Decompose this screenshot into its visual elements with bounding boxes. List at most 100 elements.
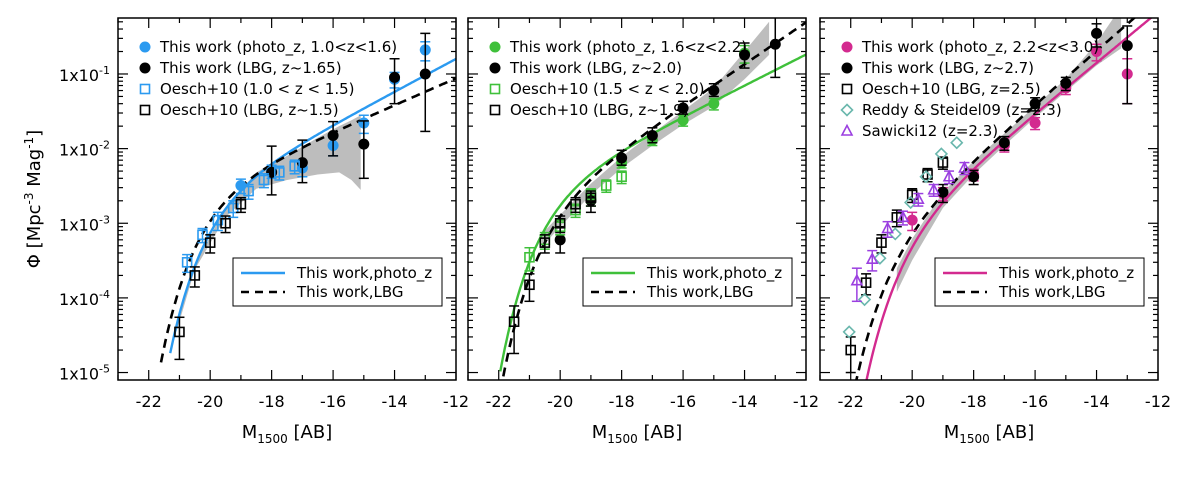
legend-markers: This work (photo_z, 2.2<z<3.0)This work … — [840, 38, 1099, 140]
y-axis-title-end: ] — [24, 130, 45, 137]
legend-label: This work (LBG, z~2.0) — [509, 59, 682, 77]
y-tick-mantissa: 1x10 — [59, 66, 99, 85]
data-point — [554, 234, 566, 246]
x-tick-label: -12 — [443, 392, 469, 411]
x-ticks — [467, 18, 807, 380]
legend-label: This work,photo_z — [646, 264, 782, 283]
data-point — [616, 171, 627, 183]
y-tick-mantissa: 1x10 — [59, 290, 99, 309]
legend-label: Oesch+10 (1.5 < z < 2.0) — [510, 80, 705, 98]
lbg-fit-line — [855, 18, 1137, 380]
x-tick-label: -20 — [197, 392, 223, 411]
y-tick-exponent: -3 — [99, 213, 110, 226]
x-axis-title: M1500 [AB] — [944, 422, 1035, 446]
y-tick-label: 1x10-1 — [59, 64, 110, 85]
data-point — [881, 221, 894, 234]
data-point — [524, 279, 535, 291]
data-point — [1029, 117, 1041, 129]
legend-label: This work,LBG — [998, 283, 1106, 301]
data-point — [873, 251, 887, 265]
x-tick-label: -12 — [1145, 392, 1171, 411]
data-point — [968, 171, 980, 183]
legend-marker — [841, 41, 853, 53]
data-point — [1091, 46, 1103, 58]
x-tick-label: -22 — [486, 392, 512, 411]
data-point — [235, 198, 247, 210]
panel-right: This work (photo_z, 2.2<z<3.0)This work … — [819, 17, 1159, 381]
y-axis-title-sup: -3 — [22, 192, 36, 204]
legend-label: This work (LBG, z~1.65) — [159, 59, 342, 77]
x-axis-title-main: M — [592, 422, 608, 443]
y-tick-exponent: -4 — [99, 288, 110, 301]
data-point — [243, 185, 254, 197]
x-axis-title: M1500 [AB] — [592, 422, 683, 446]
legend-label: This work,LBG — [296, 283, 404, 301]
panel-left: This work (photo_z, 1.0<z<1.6)This work … — [117, 17, 457, 381]
x-tick-label: -20 — [899, 392, 925, 411]
legend-label: Oesch+10 (LBG, z~1.9) — [510, 101, 689, 119]
data-point — [677, 114, 689, 126]
data-point — [258, 174, 270, 186]
x-axis-title-subscript: 1500 — [959, 432, 990, 446]
legend-label: Reddy & Steidel09 (z=2.3) — [862, 101, 1062, 119]
data-point — [1121, 40, 1133, 52]
y-ticks — [820, 21, 1158, 374]
legend-label: This work,photo_z — [998, 264, 1134, 283]
legend-box — [582, 257, 793, 307]
y-tick-exponent: -1 — [99, 64, 110, 77]
legend-markers: This work (photo_z, 1.0<z<1.6)This work … — [139, 38, 397, 119]
legend-box — [232, 257, 443, 307]
legend-label: Oesch+10 (1.0 < z < 1.5) — [160, 80, 355, 98]
data-point — [950, 136, 964, 150]
data-point — [600, 180, 612, 191]
y-tick-label: 1x10-2 — [59, 139, 110, 160]
data-point — [646, 129, 658, 141]
x-tick-label: -14 — [1083, 392, 1109, 411]
x-axis-title: M1500 [AB] — [242, 422, 333, 446]
data-point — [927, 182, 941, 195]
data-point — [585, 192, 597, 203]
y-tick-exponent: -5 — [99, 363, 110, 376]
legend-marker — [841, 83, 853, 95]
legend-marker — [139, 104, 151, 116]
x-tick-label: -18 — [961, 392, 987, 411]
legend-marker — [489, 41, 501, 53]
data-point — [937, 186, 949, 198]
legend-label: This work,LBG — [646, 283, 754, 301]
data-point — [327, 129, 339, 141]
data-point — [739, 49, 751, 61]
confidence-band — [176, 115, 361, 332]
data-point — [769, 38, 781, 50]
panels: This work (photo_z, 1.0<z<1.6)This work … — [117, 17, 1159, 381]
y-tick-label: 1x10-3 — [59, 213, 110, 234]
data-point — [942, 169, 956, 182]
legend-marker — [139, 41, 151, 53]
y-tick-mantissa: 1x10 — [59, 365, 99, 384]
legend-box — [934, 257, 1145, 307]
plot-area — [842, 18, 1153, 380]
y-ticks — [468, 21, 806, 374]
x-tick-label: -16 — [320, 392, 346, 411]
data-point — [708, 98, 720, 110]
x-tick-label: -16 — [1022, 392, 1048, 411]
data-point — [419, 68, 431, 80]
data-point — [220, 217, 231, 229]
legend-marker — [840, 103, 854, 117]
y-axis-title-sup: -1 — [22, 137, 36, 149]
plot-frame — [819, 17, 1159, 381]
y-tick-label: 1x10-4 — [59, 288, 110, 309]
legend-label: This work (photo_z, 1.6<z<2.2) — [509, 38, 747, 57]
legend-label: Sawicki12 (z=2.3) — [862, 122, 998, 140]
data-point — [508, 316, 520, 327]
legend-label: This work,photo_z — [296, 264, 432, 283]
y-tick-mantissa: 1x10 — [59, 141, 99, 160]
x-tick-label: -16 — [670, 392, 696, 411]
data-point — [919, 170, 933, 184]
x-tick-label: -18 — [609, 392, 635, 411]
plot-frame — [117, 17, 457, 381]
